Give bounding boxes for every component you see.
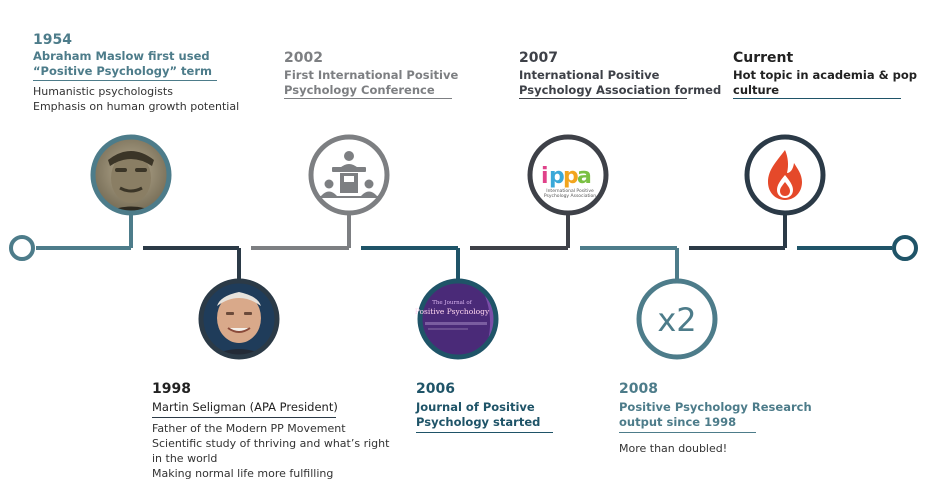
event-2008-rule	[619, 432, 756, 433]
event-2007-year: 2007	[519, 50, 558, 66]
event-1954-heading: Abraham Maslow first used “Positive Psyc…	[33, 49, 212, 82]
ippa-logo-a: a	[577, 164, 592, 189]
journal-cover-title: Positive Psychology	[415, 307, 490, 316]
times-two-icon	[636, 278, 718, 360]
heading-line: “Positive Psychology” term	[33, 64, 212, 78]
journal-cover-label: The Journal of	[432, 300, 473, 306]
timeline-start-node	[9, 235, 35, 261]
event-2008-year: 2008	[619, 381, 658, 397]
body-line: Making normal life more fulfilling	[152, 467, 334, 480]
heading-line: Psychology started	[416, 415, 541, 429]
heading-line: Psychology Association formed	[519, 83, 722, 97]
event-2002-rule	[284, 98, 452, 99]
heading-line: Abraham Maslow first used	[33, 49, 210, 63]
maslow-photo	[90, 134, 172, 216]
event-2006-rule	[416, 432, 553, 433]
body-line: in the world	[152, 452, 218, 465]
event-1998-rule	[152, 417, 336, 418]
heading-line: output since 1998	[619, 415, 737, 429]
conference-podium-icon	[308, 134, 390, 216]
event-1954-rule	[33, 80, 217, 81]
heading-line: Psychology Conference	[284, 83, 435, 97]
event-current-year: Current	[733, 50, 794, 66]
ippa-logo-subtext-2: Psychology Association	[544, 193, 596, 199]
times-two-label: x2	[657, 301, 696, 339]
heading-line: Martin Seligman (APA President)	[152, 400, 338, 414]
ippa-logo-p1: p	[549, 164, 565, 189]
ippa-logo-p2: p	[563, 164, 579, 189]
event-2002-heading: First International Positive Psychology …	[284, 68, 458, 101]
heading-line: Positive Psychology Research	[619, 400, 812, 414]
body-line: Scientific study of thriving and what’s …	[152, 437, 390, 450]
heading-line: Journal of Positive	[416, 400, 535, 414]
body-line: More than doubled!	[619, 442, 728, 455]
flame-icon	[744, 134, 826, 216]
event-1998-heading: Martin Seligman (APA President)	[152, 400, 338, 418]
journal-cover	[417, 278, 499, 360]
body-line: Father of the Modern PP Movement	[152, 422, 346, 435]
event-2006-year: 2006	[416, 381, 455, 397]
event-1998-body: Father of the Modern PP Movement Scienti…	[152, 421, 389, 481]
heading-line: Hot topic in academia & pop	[733, 68, 918, 82]
heading-line: culture	[733, 83, 780, 97]
event-2002-year: 2002	[284, 50, 323, 66]
ippa-logo-i: i	[541, 164, 549, 189]
event-2008-body: More than doubled!	[619, 441, 727, 456]
ippa-logo: i p p a	[527, 134, 609, 216]
event-1954-body: Humanistic psychologists Emphasis on hum…	[33, 84, 239, 114]
timeline-end-node	[892, 235, 918, 261]
heading-line: First International Positive	[284, 68, 459, 82]
ippa-logo-subtext-1: International Positive	[546, 188, 594, 194]
seligman-photo	[198, 278, 280, 360]
event-2007-heading: International Positive Psychology Associ…	[519, 68, 721, 101]
heading-line: International Positive	[519, 68, 660, 82]
event-current-heading: Hot topic in academia & pop culture	[733, 68, 917, 101]
body-line: Emphasis on human growth potential	[33, 100, 240, 113]
body-line: Humanistic psychologists	[33, 85, 173, 98]
event-2008-heading: Positive Psychology Research output sinc…	[619, 400, 812, 433]
event-current-rule	[733, 98, 901, 99]
event-2007-rule	[519, 98, 687, 99]
event-2006-heading: Journal of Positive Psychology started	[416, 400, 540, 433]
event-1954-year: 1954	[33, 32, 72, 48]
event-1998-year: 1998	[152, 381, 191, 397]
